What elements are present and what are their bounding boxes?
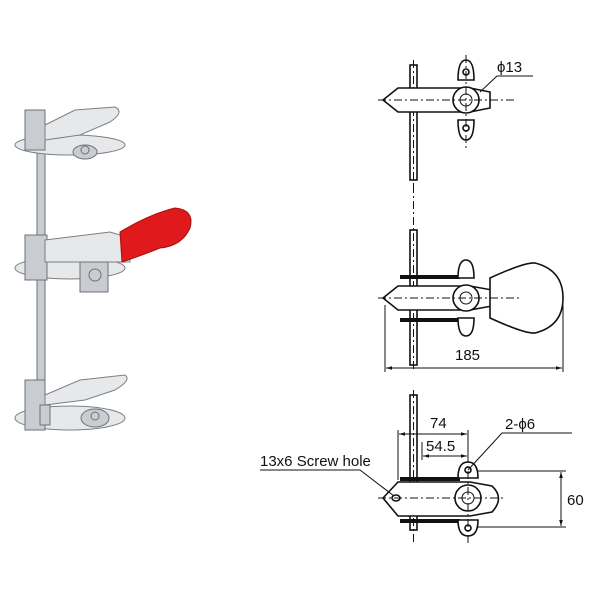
dim-54-5: 54.5 bbox=[426, 438, 455, 455]
latch-bottom bbox=[14, 374, 128, 431]
knob-outline bbox=[489, 262, 564, 334]
dim-phi13: ϕ13 bbox=[497, 59, 522, 76]
dim-60: 60 bbox=[567, 492, 584, 509]
latch-top bbox=[14, 106, 126, 160]
label-screw-hole: 13x6 Screw hole bbox=[260, 453, 371, 470]
latch-photo bbox=[14, 106, 192, 431]
latch-middle bbox=[14, 207, 192, 293]
dim-2-phi6: 2-ϕ6 bbox=[505, 416, 535, 433]
drawing-bottom: 74 54.5 13x6 Screw hole 2-ϕ6 60 bbox=[260, 390, 584, 545]
drawing-middle: 185 bbox=[378, 185, 564, 372]
dim-185: 185 bbox=[455, 347, 480, 364]
drawing-top: ϕ13 bbox=[378, 55, 533, 185]
red-handle bbox=[119, 207, 192, 263]
dim-74: 74 bbox=[430, 415, 447, 432]
